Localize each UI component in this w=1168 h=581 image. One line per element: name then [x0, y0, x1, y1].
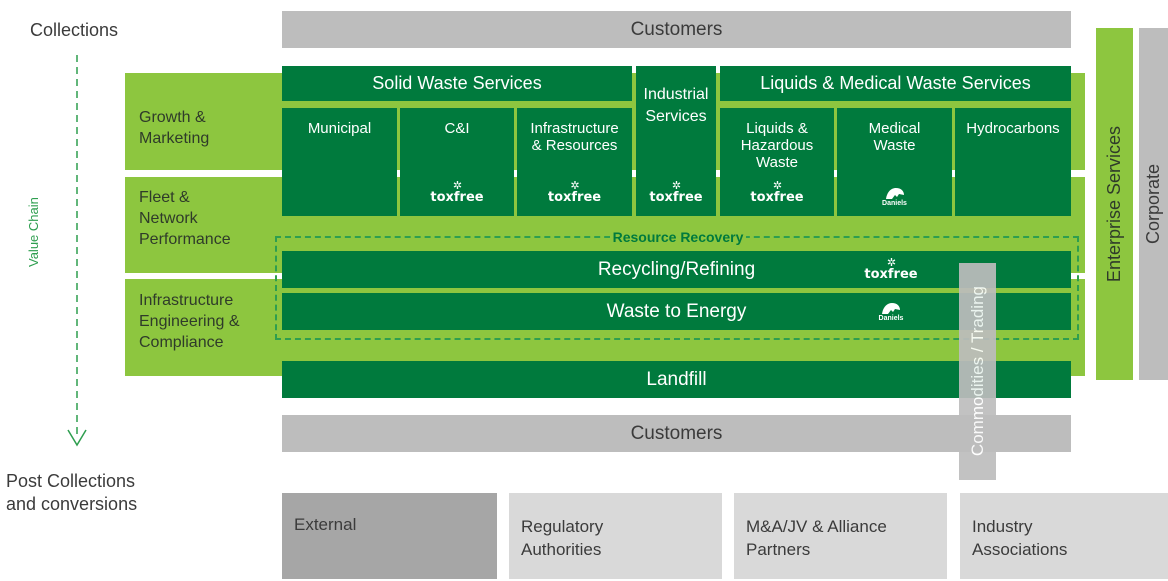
infrastructure-label: Infrastructure Engineering & Compliance	[139, 290, 240, 353]
daniels-logo-medical: Daniels	[837, 186, 952, 207]
medical-label: Medical Waste	[837, 120, 952, 154]
commodities-trading-bar: Commodities / Trading	[959, 263, 996, 480]
fleet-network-line3: Performance	[139, 231, 231, 248]
toxfree-mark-icon: ✲	[886, 256, 896, 269]
corporate-label: Corporate	[1143, 163, 1163, 245]
industrial-line2: Services	[645, 108, 707, 125]
toxfree-mark-icon: ✲	[570, 179, 579, 192]
infra-line2: & Resources	[531, 137, 618, 154]
toxfree-wordmark: toxfree	[750, 190, 804, 205]
daniels-lion-icon	[885, 188, 904, 199]
ma-line2: Partners	[746, 540, 811, 559]
medical-line1: Medical	[868, 120, 921, 137]
collections-label: Collections	[30, 20, 119, 40]
post-collections-line2: and conversions	[6, 494, 138, 514]
sub-hydrocarbons: Hydrocarbons	[955, 108, 1071, 216]
toxfree-wordmark: toxfree	[864, 267, 918, 282]
recycling-refining-label: Recycling/Refining	[597, 258, 756, 280]
fleet-network-line1: Fleet &	[139, 189, 190, 206]
infrastructure-resources-label: Infrastructure & Resources	[517, 120, 632, 154]
ma-box: M&A/JV & Alliance Partners	[734, 493, 947, 579]
sub-cai: C&I ✲ toxfree	[400, 108, 514, 216]
toxfree-wordmark: toxfree	[649, 190, 703, 205]
infra-line1: Infrastructure	[530, 120, 619, 137]
toxfree-logo-liquids: ✲ toxfree	[720, 180, 834, 204]
industry-box: Industry Associations	[960, 493, 1168, 579]
industrial-services: Industrial Services ✲ toxfree	[636, 66, 716, 216]
growth-marketing-line2: Marketing	[139, 130, 210, 147]
industry-line1: Industry	[972, 517, 1033, 536]
post-collections-line1: Post Collections	[6, 471, 136, 491]
fleet-network-label: Fleet & Network Performance	[139, 187, 231, 250]
regulatory-box: Regulatory Authorities	[509, 493, 722, 579]
toxfree-mark-icon: ✲	[671, 179, 681, 192]
infrastructure-line1: Infrastructure	[139, 292, 234, 309]
toxfree-logo-recycling: ✲ toxfree	[864, 257, 918, 281]
industrial-label: Industrial Services	[636, 84, 716, 128]
growth-marketing-label: Growth & Marketing	[139, 107, 209, 149]
waste-to-energy-label: Waste to Energy	[606, 300, 747, 322]
toxfree-mark-icon: ✲	[452, 179, 462, 192]
toxfree-logo-infra: ✲ toxfree	[517, 180, 632, 204]
value-chain-label: Value Chain	[26, 197, 41, 268]
liquids-hazardous-label: Liquids & Hazardous Waste	[720, 120, 834, 171]
landfill-bar: Landfill	[282, 361, 1071, 398]
sub-liquids-hazardous: Liquids & Hazardous Waste ✲ toxfree	[720, 108, 834, 216]
customers-top-bar: Customers	[282, 11, 1071, 48]
hydrocarbons-label: Hydrocarbons	[966, 120, 1060, 137]
infrastructure-line2: Engineering &	[139, 313, 240, 330]
enterprise-services-label: Enterprise Services	[1104, 125, 1124, 283]
industrial-line1: Industrial	[643, 86, 709, 103]
external-label: External	[294, 515, 357, 534]
value-chain-arrow	[67, 55, 87, 447]
liquids-line1: Liquids &	[746, 120, 808, 137]
post-collections-label: Post Collections and conversions	[6, 470, 137, 516]
commodities-trading-label: Commodities / Trading	[967, 286, 987, 457]
ma-line1: M&A/JV & Alliance	[746, 517, 887, 536]
regulatory-line1: Regulatory	[521, 517, 604, 536]
recycling-refining-bar: Recycling/Refining ✲ toxfree	[282, 251, 1071, 288]
fleet-network-line2: Network	[139, 210, 198, 227]
solid-waste-header: Solid Waste Services	[282, 66, 632, 101]
toxfree-logo-cai: ✲ toxfree	[400, 180, 514, 204]
regulatory-line2: Authorities	[521, 540, 602, 559]
daniels-lion-icon	[882, 303, 900, 314]
external-box: External	[282, 493, 497, 579]
industry-line2: Associations	[972, 540, 1068, 559]
toxfree-wordmark: toxfree	[547, 190, 602, 205]
growth-marketing-line1: Growth &	[139, 109, 206, 126]
daniels-wordmark: Daniels	[878, 315, 904, 322]
enterprise-services-bar: Enterprise Services	[1096, 28, 1133, 380]
daniels-logo-wte: Daniels	[866, 301, 916, 322]
liquids-line3: Waste	[756, 154, 798, 171]
resource-recovery-label: Resource Recovery	[610, 227, 746, 247]
sub-infrastructure: Infrastructure & Resources ✲ toxfree	[517, 108, 632, 216]
sub-medical: Medical Waste Daniels	[837, 108, 952, 216]
customers-bottom-bar: Customers	[282, 415, 1071, 452]
daniels-wordmark: Daniels	[882, 200, 907, 207]
municipal-label: Municipal	[307, 120, 372, 137]
toxfree-logo-industrial: ✲ toxfree	[636, 180, 716, 204]
waste-to-energy-bar: Waste to Energy Daniels	[282, 293, 1071, 330]
corporate-bar: Corporate	[1139, 28, 1168, 380]
toxfree-wordmark: toxfree	[430, 190, 484, 205]
infrastructure-line3: Compliance	[139, 334, 224, 351]
sub-municipal: Municipal	[282, 108, 397, 216]
liquids-medical-header: Liquids & Medical Waste Services	[720, 66, 1071, 101]
cai-label: C&I	[444, 120, 470, 137]
medical-line2: Waste	[873, 137, 916, 154]
toxfree-mark-icon: ✲	[772, 179, 782, 192]
liquids-line2: Hazardous	[740, 137, 814, 154]
